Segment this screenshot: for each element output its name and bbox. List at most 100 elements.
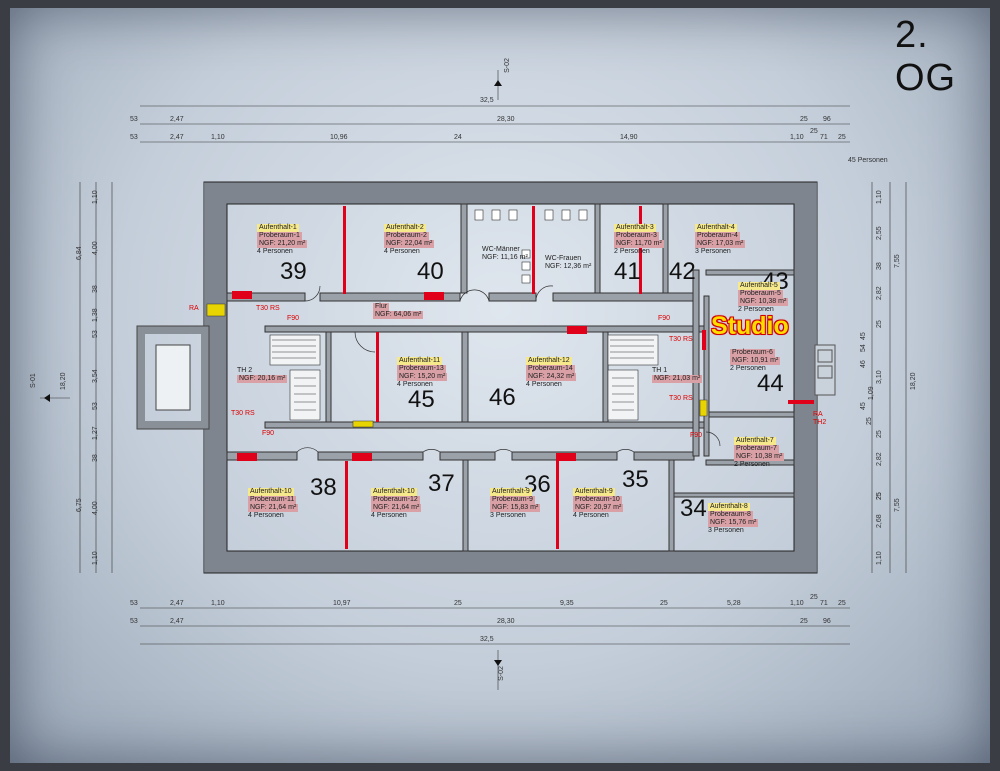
fire-walls <box>232 206 814 549</box>
door-label: F90 <box>658 315 671 322</box>
right-dim: 38 <box>876 262 883 270</box>
right-dim: 2,55 <box>876 226 883 240</box>
wc-men-name: WC-Männer <box>482 246 520 253</box>
bottom-dim: 28,30 <box>497 618 515 625</box>
room-number: 44 <box>757 370 784 397</box>
right-dim: 2,82 <box>876 286 883 300</box>
room-capacity: 4 Personen <box>371 512 407 519</box>
door-swings <box>296 285 721 453</box>
top-dim: 53 <box>130 116 138 123</box>
bottom-dim: 53 <box>130 618 138 625</box>
room-use: Aufenthalt-9 <box>490 488 532 496</box>
room-area: NGF: 21,64 m² <box>248 504 299 512</box>
right-dim: 1,10 <box>876 551 883 565</box>
room-label: Aufenthalt-3 Proberaum-3 NGF: 11,70 m² 2… <box>614 224 664 256</box>
stair-th1-area: NGF: 21,03 m² <box>652 375 703 383</box>
room-number: 37 <box>428 470 455 497</box>
bottom-dim: 25 <box>838 600 846 607</box>
right-dim-outer: 7,55 <box>894 254 901 268</box>
top-dim: 14,90 <box>620 134 638 141</box>
right-small-dim: 1,09 <box>868 386 875 400</box>
door-label: T30 RS <box>231 410 255 417</box>
dimension-lines <box>40 70 907 690</box>
room-name: Proberaum-6 <box>730 349 775 357</box>
section-mark-bottom: S-02 <box>497 666 505 681</box>
room-name: Proberaum-10 <box>573 496 622 504</box>
top-dim: 1,10 <box>790 134 804 141</box>
wc-fixtures <box>474 209 588 284</box>
th2-label: TH2 <box>813 419 827 426</box>
room-label: Aufenthalt-10 Proberaum-11 NGF: 21,64 m²… <box>248 488 299 520</box>
top-dim: 25 <box>800 116 808 123</box>
room-name: Proberaum-11 <box>248 496 297 504</box>
left-dim-outer: 6,75 <box>76 498 83 512</box>
wc-men-label: WC-Männer NGF: 11,16 m² <box>482 246 528 262</box>
right-small-dim: 45 <box>860 402 867 410</box>
room-capacity: 4 Personen <box>248 512 284 519</box>
room-area: NGF: 24,32 m² <box>526 373 577 381</box>
room-capacity: 3 Personen <box>695 248 731 255</box>
room-capacity: 4 Personen <box>573 512 609 519</box>
room-name: Proberaum-12 <box>371 496 420 504</box>
room-name: Proberaum-7 <box>734 445 779 453</box>
stair-th1-label: TH 1 NGF: 21,03 m² <box>652 367 703 383</box>
left-dim: 1,10 <box>92 551 99 565</box>
room-name: Proberaum-3 <box>614 232 659 240</box>
top-dim: 2,47 <box>170 116 184 123</box>
room-name: Proberaum-5 <box>738 290 783 298</box>
room-use: Aufenthalt-5 <box>738 282 780 290</box>
persons-note: 45 Personen <box>848 157 888 164</box>
top-dim: 25 <box>810 128 818 135</box>
corridor-area: NGF: 64,06 m² <box>373 311 424 319</box>
top-dim: 28,30 <box>497 116 515 123</box>
left-dim: 38 <box>92 454 99 462</box>
bottom-dim: 25 <box>660 600 668 607</box>
room-use: Aufenthalt-10 <box>371 488 417 496</box>
right-dim: 25 <box>876 492 883 500</box>
bottom-dim: 96 <box>823 618 831 625</box>
room-area: NGF: 15,83 m² <box>490 504 541 512</box>
stair-th2-label: TH 2 NGF: 20,16 m² <box>237 367 288 383</box>
left-dim: 1,27 <box>92 426 99 440</box>
corridor-name: Flur <box>373 303 390 311</box>
room-label: Aufenthalt-4 Proberaum-4 NGF: 17,03 m² 3… <box>695 224 746 256</box>
room-capacity: 4 Personen <box>384 248 420 255</box>
bottom-dim: 10,97 <box>333 600 351 607</box>
room-name: Proberaum-8 <box>708 511 753 519</box>
left-dim: 3,54 <box>92 369 99 383</box>
wc-men-area: NGF: 11,16 m² <box>482 254 528 261</box>
bottom-dim: 71 <box>820 600 828 607</box>
room-use: Aufenthalt-4 <box>695 224 737 232</box>
inner-wall-line <box>226 203 795 552</box>
right-dim: 25 <box>876 430 883 438</box>
right-dim-outer: 7,55 <box>894 498 901 512</box>
bottom-dim: 25 <box>800 618 808 625</box>
door-label: T30 RS <box>256 305 280 312</box>
room-use: Aufenthalt-8 <box>708 503 750 511</box>
room-name: Proberaum-1 <box>257 232 302 240</box>
bottom-dim: 9,35 <box>560 600 574 607</box>
room-label: Aufenthalt-9 Proberaum-9 NGF: 15,83 m² 3… <box>490 488 541 520</box>
bottom-dim: 53 <box>130 600 138 607</box>
room-area: NGF: 21,64 m² <box>371 504 422 512</box>
room-capacity: 2 Personen <box>614 248 650 255</box>
ra-label: RA <box>813 411 823 418</box>
room-capacity: 3 Personen <box>490 512 526 519</box>
wc-women-label: WC-Frauen NGF: 12,36 m² <box>545 255 591 271</box>
room-label: Aufenthalt-7 Proberaum-7 NGF: 10,38 m² 2… <box>734 437 785 469</box>
room-label: Aufenthalt-9 Proberaum-10 NGF: 20,97 m² … <box>573 488 624 520</box>
left-dim: 1,38 <box>92 308 99 322</box>
room-use: Aufenthalt-11 <box>397 357 443 365</box>
room-capacity: 3 Personen <box>708 527 744 534</box>
room-number: 42 <box>669 258 696 285</box>
bottom-dim: 1,10 <box>790 600 804 607</box>
room-number: 38 <box>310 474 337 501</box>
annex-right <box>814 344 836 396</box>
room-capacity: 2 Personen <box>734 461 770 468</box>
left-dim: 53 <box>92 330 99 338</box>
top-dim: 53 <box>130 134 138 141</box>
section-mark-top: S-02 <box>503 58 511 73</box>
top-dim: 25 <box>838 134 846 141</box>
room-capacity: 4 Personen <box>526 381 562 388</box>
